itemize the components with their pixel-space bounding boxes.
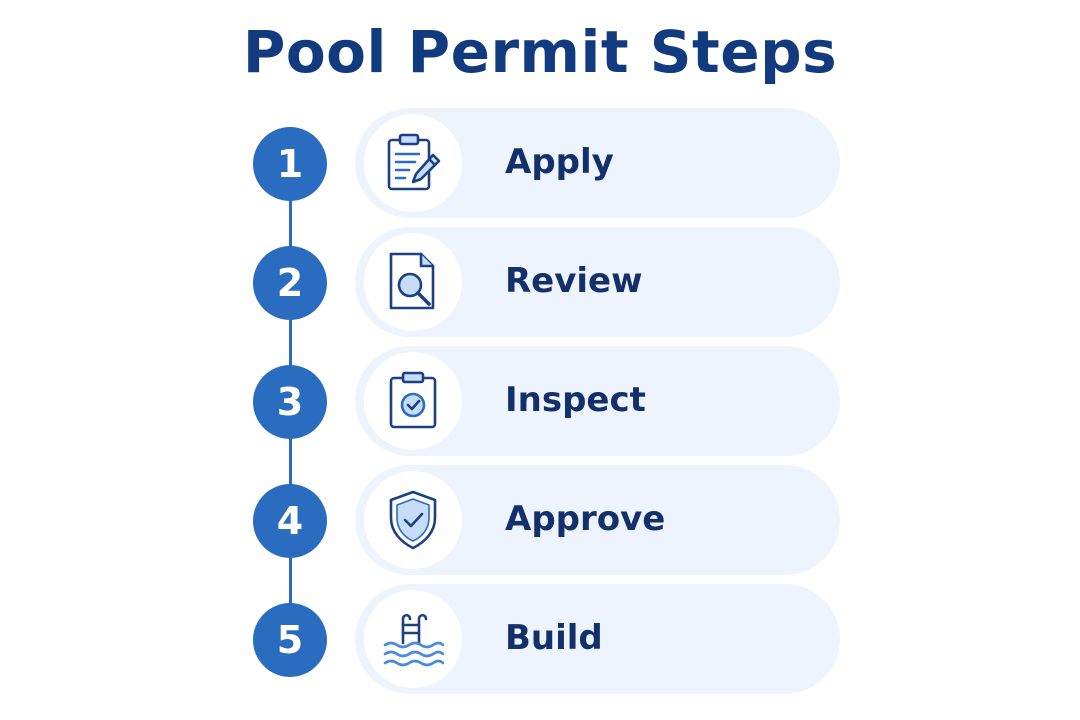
step-number-badge: 5: [253, 603, 327, 677]
clipboard-check-icon: [364, 352, 462, 450]
pool-ladder-icon: [364, 590, 462, 688]
step-number-badge: 1: [253, 127, 327, 201]
step-label: Build: [505, 618, 603, 658]
step-label: Approve: [505, 499, 666, 539]
step-label: Apply: [505, 142, 614, 182]
step-number-badge: 2: [253, 246, 327, 320]
step-card: Approve: [355, 465, 840, 575]
step-1: 1 Apply: [0, 108, 1080, 218]
step-label: Review: [505, 261, 643, 301]
document-magnifier-icon: [364, 233, 462, 331]
shield-check-icon: [364, 471, 462, 569]
step-3: 3 Inspect: [0, 346, 1080, 456]
clipboard-pencil-icon: [364, 114, 462, 212]
step-card: Review: [355, 227, 840, 337]
step-card: Apply: [355, 108, 840, 218]
step-card: Build: [355, 584, 840, 694]
step-2: 2 Review: [0, 227, 1080, 337]
step-4: 4 Approve: [0, 465, 1080, 575]
step-label: Inspect: [505, 380, 646, 420]
step-number-badge: 4: [253, 484, 327, 558]
step-card: Inspect: [355, 346, 840, 456]
step-number-badge: 3: [253, 365, 327, 439]
step-5: 5 Build: [0, 584, 1080, 694]
page-title: Pool Permit Steps: [242, 18, 838, 86]
